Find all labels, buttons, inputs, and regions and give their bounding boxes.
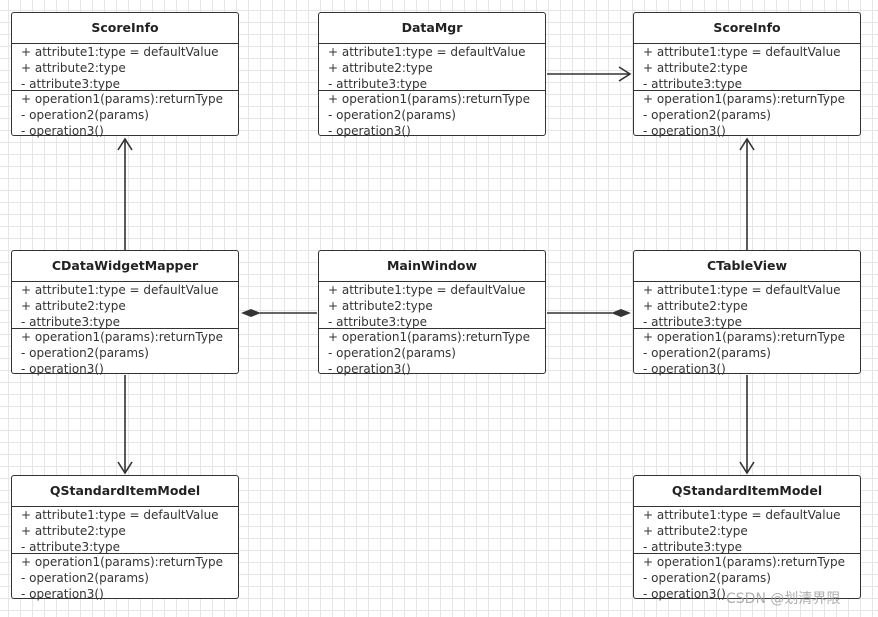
operations-section: + operation1(params):returnType - operati… — [319, 329, 545, 377]
attribute: + attribute1:type = defaultValue — [643, 283, 841, 297]
class-box-scoreinfo-left[interactable]: ScoreInfo+ attribute1:type = defaultValu… — [11, 12, 239, 139]
operation: - operation2(params) — [328, 108, 456, 122]
attributes-section: + attribute1:type = defaultValue + attrib… — [634, 44, 860, 91]
arrowhead-icon — [739, 461, 755, 475]
operation: - operation3() — [643, 362, 726, 376]
operation: + operation1(params):returnType — [643, 330, 845, 344]
operation: + operation1(params):returnType — [643, 92, 845, 106]
class-box-qstandarditemmodel-left[interactable]: QStandardItemModel+ attribute1:type = de… — [11, 475, 239, 602]
arrowhead-icon — [117, 137, 133, 151]
attribute: + attribute1:type = defaultValue — [328, 45, 526, 59]
class-name: ScoreInfo — [634, 13, 860, 44]
class-box-qstandarditemmodel-right[interactable]: QStandardItemModel+ attribute1:type = de… — [633, 475, 861, 602]
class-name: CDataWidgetMapper — [12, 251, 238, 282]
attribute: + attribute2:type — [328, 299, 433, 313]
operation: + operation1(params):returnType — [328, 330, 530, 344]
attribute: + attribute2:type — [643, 524, 748, 538]
operation: - operation2(params) — [21, 346, 149, 360]
class-name: DataMgr — [319, 13, 545, 44]
operation: - operation2(params) — [643, 571, 771, 585]
arrowhead-icon — [739, 137, 755, 151]
class-box-cdatawidgetmapper[interactable]: CDataWidgetMapper+ attribute1:type = def… — [11, 250, 239, 377]
operation: + operation1(params):returnType — [21, 555, 223, 569]
diamond-icon — [241, 309, 261, 317]
attributes-section: + attribute1:type = defaultValue + attrib… — [12, 282, 238, 329]
attribute: + attribute2:type — [643, 61, 748, 75]
attribute: + attribute1:type = defaultValue — [21, 45, 219, 59]
operations-section: + operation1(params):returnType - operati… — [634, 554, 860, 602]
class-box-datamgr[interactable]: DataMgr+ attribute1:type = defaultValue+… — [318, 12, 546, 139]
attribute: + attribute1:type = defaultValue — [643, 508, 841, 522]
operation: - operation3() — [643, 124, 726, 138]
class-box-mainwindow[interactable]: MainWindow+ attribute1:type = defaultVal… — [318, 250, 546, 377]
operation: - operation3() — [21, 124, 104, 138]
operation: + operation1(params):returnType — [21, 92, 223, 106]
operation: - operation2(params) — [328, 346, 456, 360]
operation: - operation2(params) — [643, 108, 771, 122]
attribute: + attribute2:type — [21, 299, 126, 313]
operation: + operation1(params):returnType — [21, 330, 223, 344]
operation: - operation3() — [643, 587, 726, 601]
attribute: - attribute3:type — [643, 540, 742, 554]
attribute: - attribute3:type — [328, 315, 427, 329]
watermark: CSDN @划清界限 — [726, 591, 841, 607]
attributes-section: + attribute1:type = defaultValue + attrib… — [12, 507, 238, 554]
attributes-section: + attribute1:type = defaultValue + attrib… — [319, 44, 545, 91]
attributes-section: + attribute1:type = defaultValue + attrib… — [634, 507, 860, 554]
class-name: QStandardItemModel — [12, 476, 238, 507]
attribute: + attribute2:type — [21, 61, 126, 75]
attribute: + attribute1:type = defaultValue — [21, 283, 219, 297]
attribute: - attribute3:type — [21, 540, 120, 554]
diamond-icon — [611, 309, 631, 317]
class-name: ScoreInfo — [12, 13, 238, 44]
attributes-section: + attribute1:type = defaultValue + attrib… — [319, 282, 545, 329]
class-name: CTableView — [634, 251, 860, 282]
class-name: MainWindow — [319, 251, 545, 282]
attribute: + attribute1:type = defaultValue — [643, 45, 841, 59]
operation: - operation2(params) — [21, 571, 149, 585]
operation: - operation3() — [328, 362, 411, 376]
operation: - operation3() — [21, 587, 104, 601]
operations-section: + operation1(params):returnType - operati… — [319, 91, 545, 139]
operation: - operation2(params) — [643, 346, 771, 360]
attribute: - attribute3:type — [643, 77, 742, 91]
operations-section: + operation1(params):returnType - operati… — [634, 91, 860, 139]
arrowhead-icon — [618, 66, 632, 82]
attribute: + attribute1:type = defaultValue — [21, 508, 219, 522]
attribute: + attribute2:type — [643, 299, 748, 313]
class-box-scoreinfo-right[interactable]: ScoreInfo+ attribute1:type = defaultValu… — [633, 12, 861, 139]
operation: + operation1(params):returnType — [643, 555, 845, 569]
attribute: + attribute2:type — [21, 524, 126, 538]
attribute: - attribute3:type — [643, 315, 742, 329]
operations-section: + operation1(params):returnType - operati… — [12, 554, 238, 602]
attribute: + attribute2:type — [328, 61, 433, 75]
operation: - operation3() — [328, 124, 411, 138]
attributes-section: + attribute1:type = defaultValue + attrib… — [12, 44, 238, 91]
arrowhead-icon — [117, 461, 133, 475]
class-box-ctableview[interactable]: CTableView+ attribute1:type = defaultVal… — [633, 250, 861, 377]
class-name: QStandardItemModel — [634, 476, 860, 507]
operations-section: + operation1(params):returnType - operati… — [12, 91, 238, 139]
attribute: - attribute3:type — [21, 315, 120, 329]
attribute: + attribute1:type = defaultValue — [328, 283, 526, 297]
operation: - operation3() — [21, 362, 104, 376]
operation: + operation1(params):returnType — [328, 92, 530, 106]
operations-section: + operation1(params):returnType - operati… — [634, 329, 860, 377]
attributes-section: + attribute1:type = defaultValue + attrib… — [634, 282, 860, 329]
operations-section: + operation1(params):returnType - operati… — [12, 329, 238, 377]
attribute: - attribute3:type — [328, 77, 427, 91]
operation: - operation2(params) — [21, 108, 149, 122]
attribute: - attribute3:type — [21, 77, 120, 91]
